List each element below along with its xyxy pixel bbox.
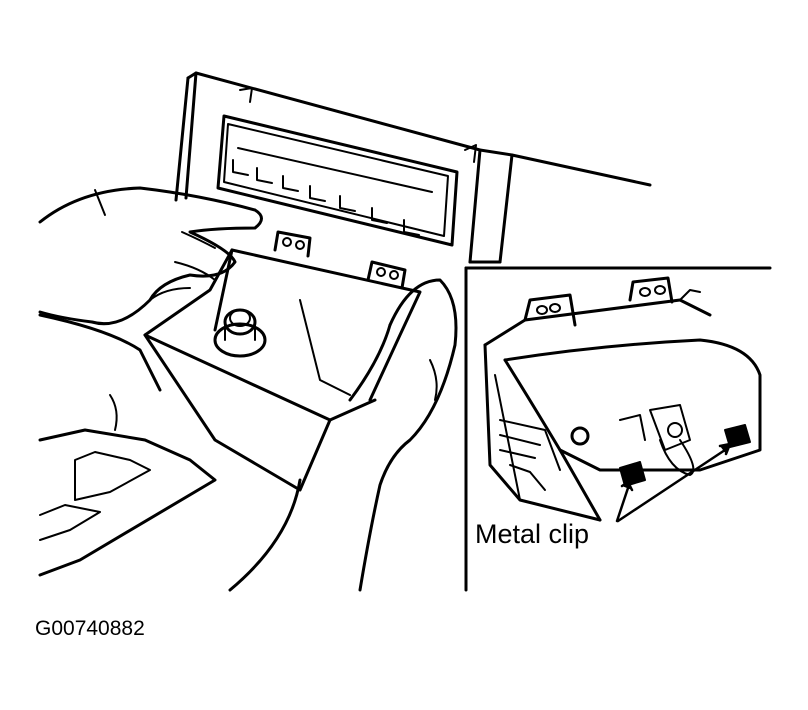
dashboard-console <box>174 71 652 264</box>
inset-frame <box>464 266 772 592</box>
figure-code: G00740882 <box>35 617 145 640</box>
metal-clip-left <box>619 461 646 487</box>
metal-clip-label: Metal clip <box>475 519 590 549</box>
ashtray-unit <box>143 230 422 492</box>
inset-ashtray-unit <box>483 276 762 522</box>
left-hand <box>38 186 263 326</box>
callout-arrows <box>615 442 732 523</box>
right-hand <box>228 278 458 592</box>
metal-clip-right <box>724 424 751 448</box>
center-console <box>38 313 217 577</box>
